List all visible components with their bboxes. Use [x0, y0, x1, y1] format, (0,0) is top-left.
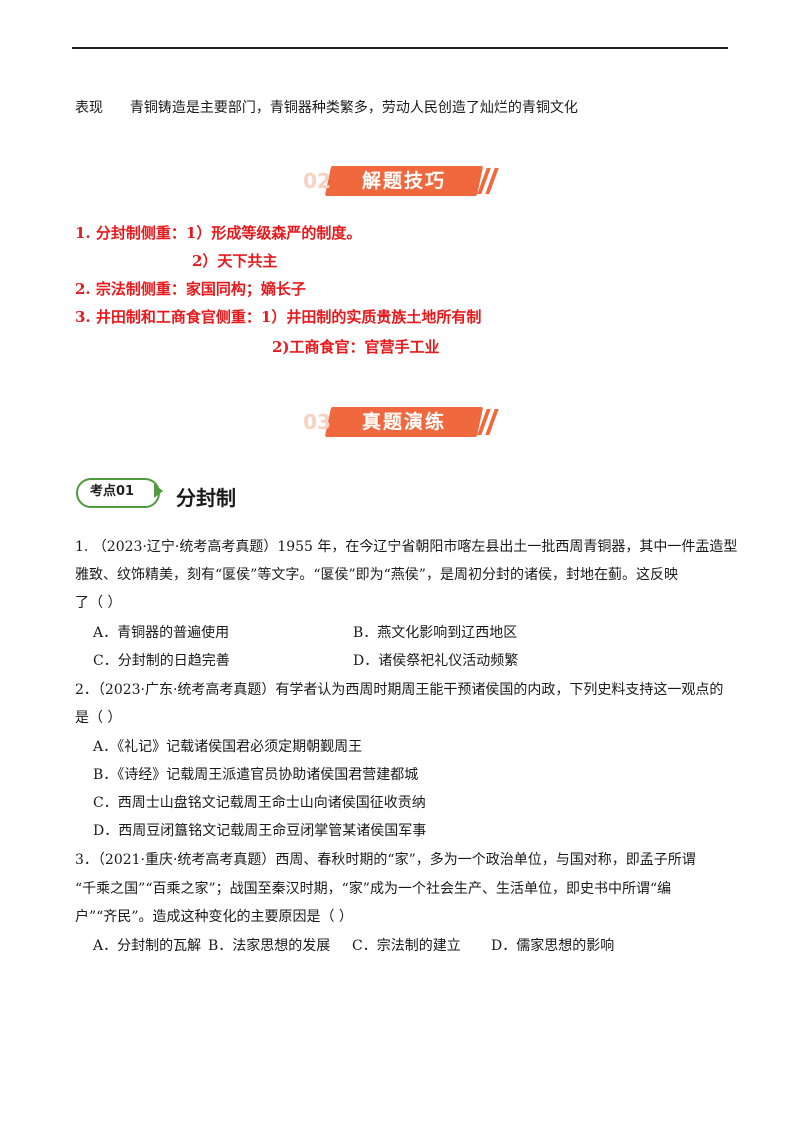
tip-2: 2. 宗法制侧重：家国同构；嫡长子 [75, 280, 306, 298]
q2-option-a[interactable]: A．《礼记》记载诸侯国君必须定期朝觐周王 [93, 739, 363, 755]
q2-line: 2．（2023·广东·统考高考真题）有学者认为西周时期周王能干预诸侯国的内政，下… [75, 682, 724, 698]
q1-option-a[interactable]: A．青铜器的普遍使用 [93, 625, 230, 641]
banner-title: 解题技巧 [361, 170, 446, 192]
q2-line: 是（ ） [75, 710, 122, 726]
banner-title: 真题演练 [361, 411, 446, 433]
badge-label: 考点01 [90, 484, 135, 499]
badge-pill [76, 478, 160, 508]
header-rule [72, 47, 728, 49]
q3-line: “千乘之国”“百乘之家”；战国至秦汉时期，“家”成为一个社会生产、生活单位，即史… [75, 881, 672, 897]
q1-option-c[interactable]: C．分封制的日趋完善 [93, 653, 230, 669]
q3-option-c[interactable]: C．宗法制的建立 [352, 938, 461, 954]
q1-line: 了（ ） [75, 595, 122, 611]
badge-arrow-icon [154, 484, 163, 498]
topic-badge: 考点01 [76, 474, 163, 510]
q3-line: 户”“齐民”。造成这种变化的主要原因是（ ） [75, 909, 353, 925]
q1-option-b[interactable]: B．燕文化影响到辽西地区 [353, 625, 518, 641]
q1-line: 1. （2023·辽宁·统考高考真题）1955 年，在今辽宁省朝阳市喀左县出土一… [75, 539, 738, 555]
intro-label: 表现 [75, 100, 103, 116]
q3-option-b[interactable]: B．法家思想的发展 [208, 938, 331, 954]
intro-row: 表现 青铜铸造是主要部门，青铜器种类繁多，劳动人民创造了灿烂的青铜文化 [75, 98, 578, 118]
topic-title: 分封制 [176, 486, 236, 510]
section-banner-practice: 03 真题演练 [300, 403, 500, 441]
section-banner-tips: 02 解题技巧 [300, 162, 500, 200]
q1-line: 雅致、纹饰精美，刻有“匽侯”等文字。“匽侯”即为“燕侯”，是周初分封的诸侯，封地… [75, 567, 678, 583]
q3-option-d[interactable]: D．儒家思想的影响 [491, 938, 615, 954]
tip-3-2: 2)工商食官：官营手工业 [272, 338, 440, 356]
q3-option-a[interactable]: A．分封制的瓦解 [93, 938, 202, 954]
q2-option-b[interactable]: B．《诗经》记载周王派遣官员协助诸侯国君营建都城 [93, 767, 419, 783]
q3-line: 3．（2021·重庆·统考高考真题）西周、春秋时期的“家”，多为一个政治单位，与… [75, 852, 696, 868]
tip-1-2: 2）天下共主 [192, 252, 278, 270]
intro-text: 青铜铸造是主要部门，青铜器种类繁多，劳动人民创造了灿烂的青铜文化 [129, 100, 578, 116]
q2-option-c[interactable]: C．西周士山盘铭文记载周王命士山向诸侯国征收贡纳 [93, 795, 426, 811]
q1-option-d[interactable]: D．诸侯祭祀礼仪活动频繁 [353, 653, 519, 669]
tip-3: 3. 井田制和工商食官侧重：1）井田制的实质贵族土地所有制 [75, 308, 482, 326]
banner-number: 03 [303, 410, 331, 434]
q2-option-d[interactable]: D．西周豆闭簋铭文记载周王命豆闭掌管某诸侯国军事 [93, 823, 427, 839]
banner-number: 02 [303, 169, 331, 193]
tip-1: 1. 分封制侧重：1）形成等级森严的制度。 [75, 224, 362, 242]
